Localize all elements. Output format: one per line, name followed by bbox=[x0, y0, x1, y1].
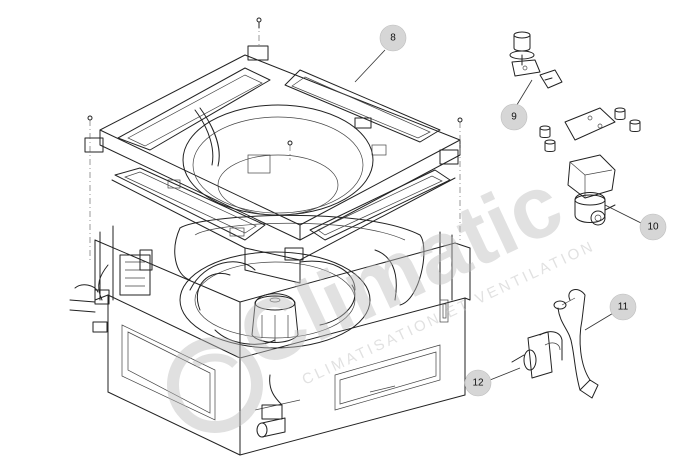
leader-lines bbox=[354, 49, 646, 381]
callout-label: 9 bbox=[511, 112, 517, 123]
cassette-housing bbox=[94, 225, 471, 456]
fan-impeller bbox=[179, 251, 371, 349]
control-box bbox=[69, 249, 153, 333]
screws bbox=[87, 17, 463, 260]
drain-pan bbox=[174, 214, 425, 306]
callout-11: 11 bbox=[609, 293, 637, 321]
callout-label: 8 bbox=[390, 33, 396, 44]
float-switch-assembly bbox=[509, 31, 641, 152]
callout-9: 9 bbox=[500, 103, 528, 131]
drain-pump bbox=[567, 154, 616, 226]
callout-label: 10 bbox=[647, 222, 659, 233]
callout-12: 12 bbox=[464, 369, 492, 397]
drain-hose bbox=[553, 289, 599, 399]
front-drain-connector bbox=[256, 374, 286, 438]
callout-label: 12 bbox=[472, 378, 484, 389]
callout-8: 8 bbox=[379, 24, 407, 52]
callout-label: 11 bbox=[618, 302, 629, 313]
callout-10: 10 bbox=[639, 213, 667, 241]
drain-connector-12 bbox=[511, 331, 563, 379]
